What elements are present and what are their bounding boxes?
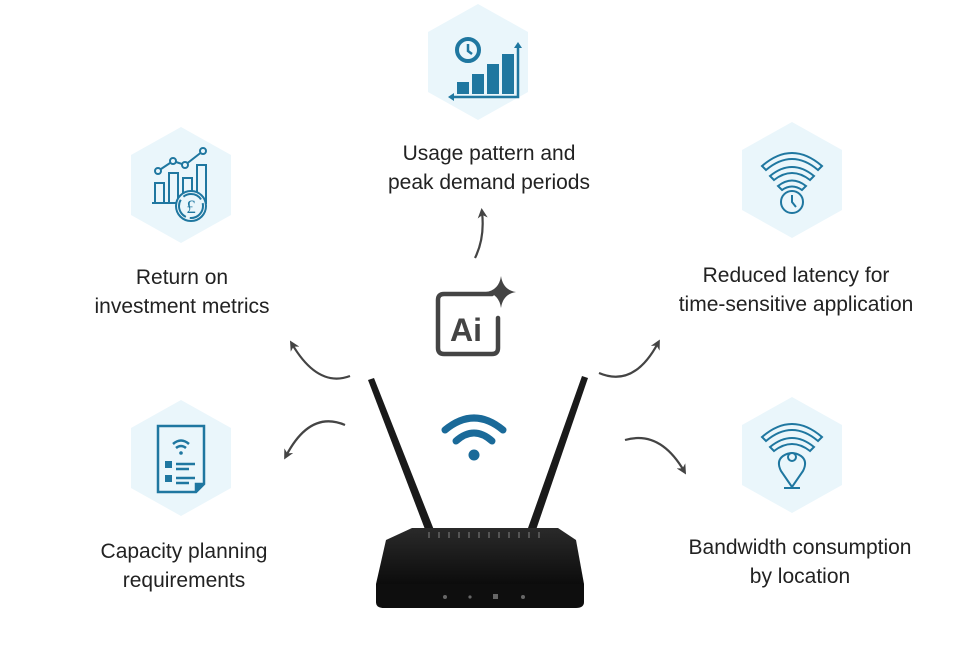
label-line-1: Reduced latency for: [702, 264, 890, 287]
label-line-2: by location: [749, 565, 851, 588]
chart-pound-coin-icon: £: [131, 127, 231, 243]
hexagon-badge: [422, 0, 534, 124]
arrow-up-right-icon: [598, 339, 660, 378]
node-label: Return on investment metrics: [94, 263, 269, 321]
document-wifi-list-icon: [131, 400, 231, 516]
node-label: Usage pattern and peak demand periods: [388, 139, 590, 197]
hexagon-badge: [125, 396, 237, 520]
wifi-icon: [440, 410, 508, 465]
wifi-clock-icon: [742, 122, 842, 238]
arrow-up-icon: [474, 208, 488, 259]
label-line-1: Bandwidth consumption: [688, 536, 912, 559]
svg-text:£: £: [186, 197, 196, 218]
label-line-1: Capacity planning: [100, 540, 268, 563]
svg-text:Ai: Ai: [450, 312, 482, 348]
label-line-2: peak demand periods: [388, 171, 590, 194]
label-line-2: requirements: [122, 569, 246, 592]
hexagon-badge: [736, 393, 848, 517]
wifi-location-pin-icon: [742, 397, 842, 513]
hexagon-badge: [736, 118, 848, 242]
hexagon-badge: £: [125, 123, 237, 247]
label-line-2: investment metrics: [94, 295, 270, 318]
label-line-1: Usage pattern and: [402, 142, 576, 165]
node-label: Bandwidth consumption by location: [689, 533, 912, 591]
label-line-1: Return on: [135, 266, 229, 289]
bar-chart-clock-icon: [428, 4, 528, 120]
node-label: Reduced latency for time-sensitive appli…: [679, 261, 914, 319]
arrow-up-left-icon: [289, 340, 351, 380]
arrow-down-right-icon: [624, 436, 687, 475]
label-line-2: time-sensitive application: [678, 293, 914, 316]
node-label: Capacity planning requirements: [101, 537, 268, 595]
arrow-down-left-icon: [284, 420, 346, 460]
ai-sparkle-icon: Ai: [434, 276, 516, 358]
router-icon: [362, 372, 598, 612]
